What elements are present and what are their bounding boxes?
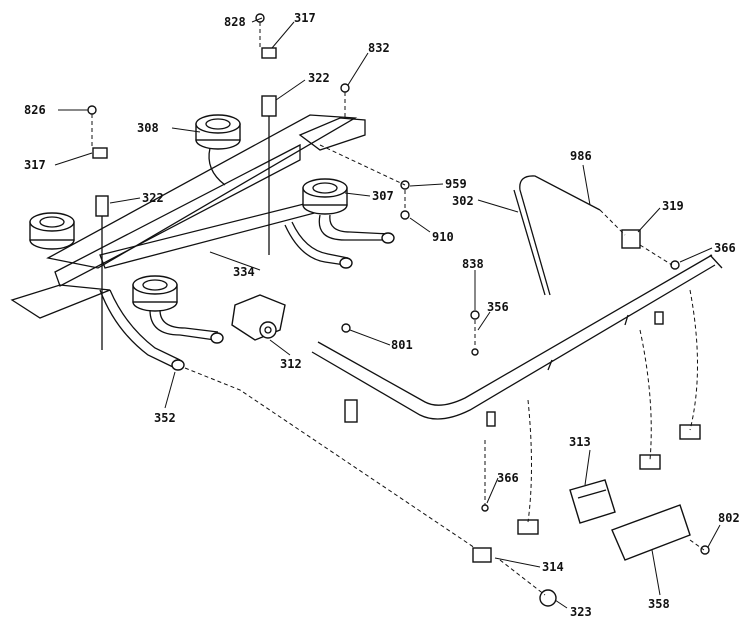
label-308: 308 — [137, 121, 159, 135]
dashed-connectors — [91, 22, 705, 596]
label-313: 313 — [569, 435, 591, 449]
label-826: 826 — [24, 103, 46, 117]
label-307: 307 — [372, 189, 394, 203]
ignition-switch — [569, 479, 616, 524]
screws — [87, 13, 710, 555]
burner-valves — [472, 424, 701, 563]
label-358: 358 — [648, 597, 670, 611]
label-356: 356 — [487, 300, 509, 314]
pressure-regulator — [231, 294, 286, 341]
label-317-left: 317 — [24, 158, 46, 172]
label-801: 801 — [391, 338, 413, 352]
burner-tubes — [99, 214, 395, 371]
leader-lines — [54, 17, 721, 609]
label-366-right: 366 — [714, 241, 736, 255]
label-334: 334 — [233, 265, 255, 279]
label-828: 828 — [224, 15, 246, 29]
valve-319 — [621, 229, 641, 249]
orifice-323 — [539, 589, 557, 607]
label-352: 352 — [154, 411, 176, 425]
burner-left-front — [29, 212, 75, 250]
label-832: 832 — [368, 41, 390, 55]
label-986: 986 — [570, 149, 592, 163]
label-322-top: 322 — [308, 71, 330, 85]
label-317-top: 317 — [294, 11, 316, 25]
mounting-plate — [611, 504, 691, 561]
label-312: 312 — [280, 357, 302, 371]
burner-307 — [302, 178, 348, 215]
label-322-left: 322 — [142, 191, 164, 205]
part-labels: 828 317 832 322 826 308 317 322 959 307 … — [24, 11, 740, 619]
burner-308 — [195, 114, 241, 186]
label-302: 302 — [452, 194, 474, 208]
gas-manifold-pipe — [311, 254, 723, 427]
label-323: 323 — [570, 605, 592, 619]
burner-center-front — [132, 275, 178, 312]
label-838: 838 — [462, 257, 484, 271]
brackets-322-317 — [92, 47, 277, 350]
label-366-bottom: 366 — [497, 471, 519, 485]
label-910: 910 — [432, 230, 454, 244]
flex-tube — [513, 175, 601, 296]
label-802: 802 — [718, 511, 740, 525]
label-319: 319 — [662, 199, 684, 213]
label-959: 959 — [445, 177, 467, 191]
label-314: 314 — [542, 560, 564, 574]
